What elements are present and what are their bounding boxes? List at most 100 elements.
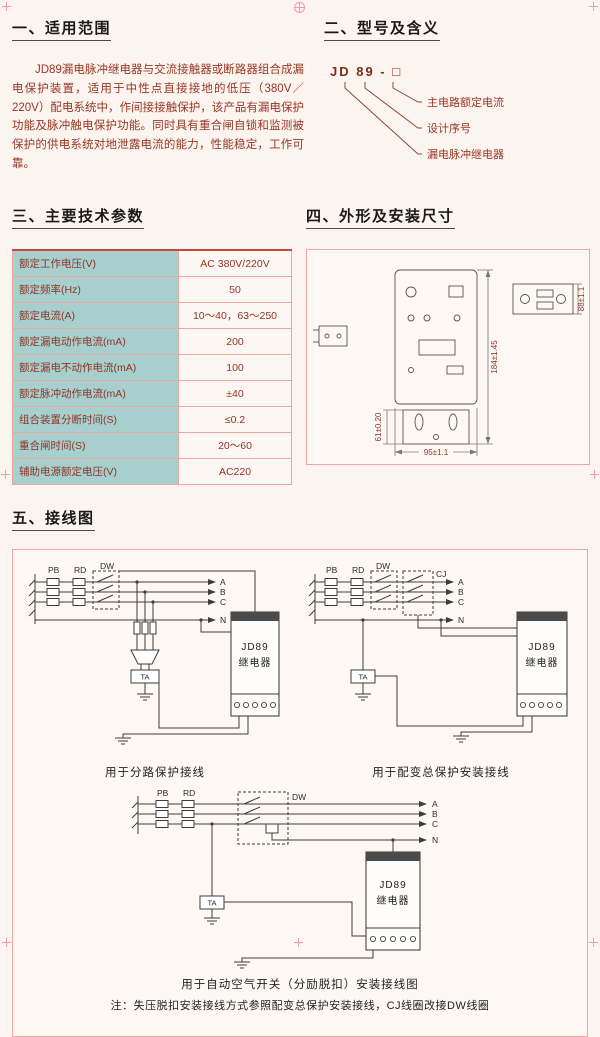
table-row: 额定工作电压(V)AC 380V/220V (12, 249, 292, 278)
dim-cutout-label: 61±0.20 (374, 412, 383, 441)
neutral-wire (271, 833, 427, 844)
rd-label: RD (352, 565, 364, 575)
table-row: 额定脉冲动作电流(mA)±40 (12, 380, 292, 408)
table-row: 组合装置分断时间(S)≤0.2 (12, 406, 292, 434)
dim-width: 95±1.1 (394, 408, 478, 457)
phase-wires (35, 579, 216, 624)
param-name: 额定频率(Hz) (12, 276, 179, 304)
param-name: 额定脉冲动作电流(mA) (12, 380, 179, 408)
small-component (313, 325, 348, 347)
phase-c-label: C (432, 819, 438, 829)
param-value: ≤0.2 (178, 406, 292, 434)
dim-height-label: 184±1.45 (490, 340, 499, 374)
model-label-current: 主电路额定电流 (427, 95, 504, 109)
current-transformer: TA (199, 822, 225, 910)
registration-mark (590, 470, 599, 479)
section-parameters: 三、主要技术参数 额定工作电压(V)AC 380V/220V 额定频率(Hz)5… (12, 196, 292, 486)
param-name: 额定漏电动作电流(mA) (12, 328, 179, 356)
model-label-series: 设计序号 (427, 121, 471, 135)
relay-name-label: 继电器 (377, 894, 410, 907)
param-value: 100 (178, 354, 292, 382)
pb-fuses (324, 578, 338, 607)
supply-busbar (28, 574, 36, 625)
model-diagram: JD 89 - □ 主电路额定电流 设计序号 漏电脉冲继电器 (324, 64, 588, 170)
dw-label: DW (100, 561, 114, 571)
phase-b-label: B (220, 587, 226, 597)
model-code: JD 89 - □ (330, 63, 403, 79)
relay-model-label: JD89 (241, 642, 268, 653)
relay-box: JD89 继电器 (516, 611, 568, 717)
dw-breaker (237, 791, 289, 845)
dim-depth: 88±1.1 (573, 284, 586, 315)
phase-a-label: A (458, 577, 464, 587)
total-caption: 用于配变总保护安装接线 (372, 767, 510, 780)
param-name: 辅助电源额定电压(V) (12, 458, 179, 486)
pb-label: PB (48, 565, 60, 575)
param-name: 重合闸时间(S) (12, 432, 179, 460)
wiring-box: A B C N PB RD DW (12, 549, 588, 1037)
dim-width-label: 95±1.1 (424, 448, 449, 457)
section-wiring: 五、接线图 (12, 497, 588, 1037)
parameters-table: 额定工作电压(V)AC 380V/220V 额定频率(Hz)50 额定电流(A)… (12, 249, 292, 486)
phase-a-label: A (220, 577, 226, 587)
dimension-drawing: 184±1.45 95±1.1 (306, 249, 590, 466)
table-row: 重合闸时间(S)20～60 (12, 432, 292, 460)
cj-contactor (402, 570, 434, 616)
relay-box: JD89 继电器 (365, 851, 421, 951)
phase-c-label: C (220, 597, 226, 607)
relay-model-label: JD89 (528, 642, 555, 653)
neutral-label: N (458, 615, 464, 625)
current-transformer: TA (350, 618, 376, 684)
param-value: 200 (178, 328, 292, 356)
relay-name-label: 继电器 (526, 656, 559, 669)
pb-label: PB (157, 788, 169, 798)
phase-wires (138, 801, 427, 828)
wiring-diagram-airswitch: A B C PB RD (19, 784, 581, 992)
neutral-label: N (432, 835, 438, 845)
top-row: 一、适用范围 JD89漏电脉冲继电器与交流接触器或断路器组合成漏电保护装置，适用… (12, 8, 588, 186)
parameters-heading: 三、主要技术参数 (12, 208, 145, 229)
rd-fuses (72, 578, 86, 607)
scope-heading: 一、适用范围 (12, 20, 112, 42)
phase-c-label: C (458, 597, 464, 607)
dim-depth-label: 88±1.1 (577, 287, 586, 312)
airswitch-caption: 用于自动空气开关（分励脱扣）安装接线图 (181, 979, 419, 992)
param-name: 组合装置分断时间(S) (12, 406, 179, 434)
side-view (512, 283, 574, 315)
table-row: 额定漏电不动作电流(mA)100 (12, 354, 292, 382)
dimensions-heading: 四、外形及安装尺寸 (306, 208, 455, 229)
pb-fuses (46, 578, 60, 607)
supply-busbar (131, 796, 139, 835)
model-callout-lines: 主电路额定电流 设计序号 漏电脉冲继电器 (344, 81, 504, 161)
ta-label: TA (358, 673, 367, 682)
relay-name-label: 继电器 (239, 656, 272, 669)
param-name: 额定漏电不动作电流(mA) (12, 354, 179, 382)
relay-box: JD89 继电器 (230, 611, 280, 717)
rd-label: RD (74, 565, 86, 575)
registration-mark (1, 470, 10, 479)
mid-row: 三、主要技术参数 额定工作电压(V)AC 380V/220V 额定频率(Hz)5… (12, 196, 590, 486)
ground-icon (137, 683, 153, 701)
supply-busbar (308, 574, 316, 625)
section-scope: 一、适用范围 JD89漏电脉冲继电器与交流接触器或断路器组合成漏电保护装置，适用… (12, 8, 304, 186)
registration-mark (294, 938, 303, 947)
phase-a-label: A (432, 799, 438, 809)
registration-mark (2, 2, 11, 11)
pb-fuses (155, 800, 169, 829)
registration-mark (589, 2, 598, 11)
param-name: 额定电流(A) (12, 302, 179, 330)
dim-height: 184±1.45 (469, 270, 499, 445)
wiring-row: A B C N PB RD DW (19, 558, 581, 780)
table-row: 额定漏电动作电流(mA)200 (12, 328, 292, 356)
dw-label: DW (292, 792, 306, 802)
section-model: 二、型号及含义 JD 89 - □ 主电路额定电流 设计序号 漏电脉冲继电器 (324, 8, 588, 186)
phase-b-label: B (432, 809, 438, 819)
param-value: 20～60 (178, 432, 292, 460)
front-view (394, 269, 478, 405)
outline-drawing: 184±1.45 95±1.1 (313, 269, 586, 457)
registration-mark (589, 938, 598, 947)
rd-fuses (181, 800, 195, 829)
param-value: ±40 (178, 380, 292, 408)
scope-body: JD89漏电脉冲继电器与交流接触器或断路器组合成漏电保护装置，适用于中性点直接接… (12, 63, 304, 171)
relay-model-label: JD89 (379, 880, 406, 891)
